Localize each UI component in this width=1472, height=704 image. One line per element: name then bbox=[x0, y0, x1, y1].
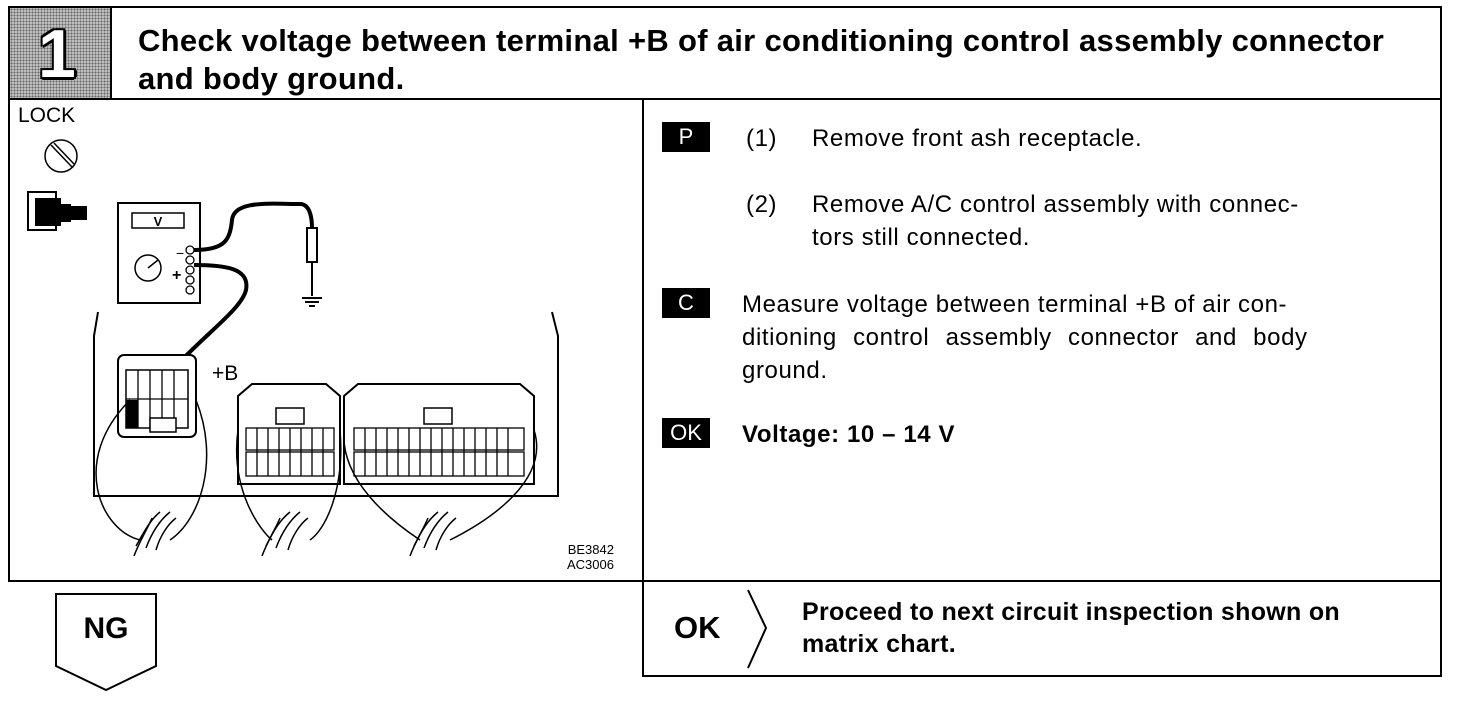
wiring-diagram: V − + bbox=[27, 139, 559, 557]
left-harness bbox=[95, 399, 208, 541]
meter-plus-label: + bbox=[172, 267, 181, 284]
connector-icon bbox=[27, 191, 87, 231]
meter-label: V bbox=[154, 214, 163, 229]
ignition-lock-icon bbox=[44, 139, 78, 173]
ok-next-step-text: Proceed to next circuit inspection shown… bbox=[802, 596, 1422, 660]
preparation-tag: P bbox=[662, 122, 710, 152]
check-tag: C bbox=[662, 288, 710, 318]
ok-tag: OK bbox=[662, 418, 710, 448]
lock-label: LOCK bbox=[18, 104, 76, 127]
ok-result-box: OK Proceed to next circuit inspection sh… bbox=[642, 582, 1442, 677]
right-harness bbox=[343, 429, 538, 541]
ok-arrow-separator bbox=[747, 589, 768, 669]
measure-line2: ditioning control assembly connector and… bbox=[742, 324, 1308, 351]
meter-minus-label: − bbox=[176, 245, 184, 261]
ok-text-line1: Proceed to next circuit inspection shown… bbox=[802, 598, 1340, 626]
main-panel: LOCK bbox=[8, 100, 1442, 582]
step1-number: (1) bbox=[746, 125, 778, 152]
probe-handle bbox=[306, 227, 318, 263]
panel-divider bbox=[642, 100, 644, 580]
step1-text: Remove front ash receptacle. bbox=[812, 125, 1143, 152]
step2-number: (2) bbox=[746, 191, 778, 218]
figure-code-2: AC3006 bbox=[567, 557, 614, 572]
wire-bundles bbox=[133, 511, 457, 557]
illustration-panel: LOCK bbox=[10, 100, 642, 580]
panel-housing bbox=[93, 311, 559, 497]
ng-label: NG bbox=[83, 612, 129, 645]
ng-pentagon-shape bbox=[55, 593, 157, 692]
step2-text-line1: Remove A/C control assembly with connec- bbox=[812, 191, 1299, 218]
middle-connector bbox=[237, 383, 341, 485]
ok-label: OK bbox=[674, 610, 721, 645]
measure-line1: Measure voltage between terminal +B of a… bbox=[742, 291, 1288, 318]
step-header: 1 Check voltage between terminal +B of a… bbox=[8, 6, 1442, 100]
ok-spec: Voltage: 10 – 14 V bbox=[742, 421, 956, 448]
terminal-label: +B bbox=[212, 362, 238, 385]
step-number-box: 1 bbox=[10, 8, 112, 98]
figure-code-1: BE3842 bbox=[567, 542, 614, 557]
ng-result-box: NG bbox=[54, 592, 158, 692]
voltmeter-icon bbox=[117, 202, 201, 304]
ground-symbol-icon bbox=[302, 297, 322, 307]
ground-lead bbox=[193, 201, 314, 252]
left-connector bbox=[117, 354, 197, 438]
middle-harness bbox=[236, 429, 342, 541]
instructions-panel: P (1) Remove front ash receptacle. (2) R… bbox=[644, 100, 1442, 580]
measure-line3: ground. bbox=[742, 357, 828, 384]
ok-text-line2: matrix chart. bbox=[802, 630, 956, 658]
figure-code: BE3842 AC3006 bbox=[567, 542, 614, 572]
right-connector bbox=[343, 383, 535, 485]
step-title: Check voltage between terminal +B of air… bbox=[138, 23, 1385, 96]
step-number: 1 bbox=[38, 16, 76, 92]
step2-text-line2: tors still connected. bbox=[812, 224, 1031, 251]
